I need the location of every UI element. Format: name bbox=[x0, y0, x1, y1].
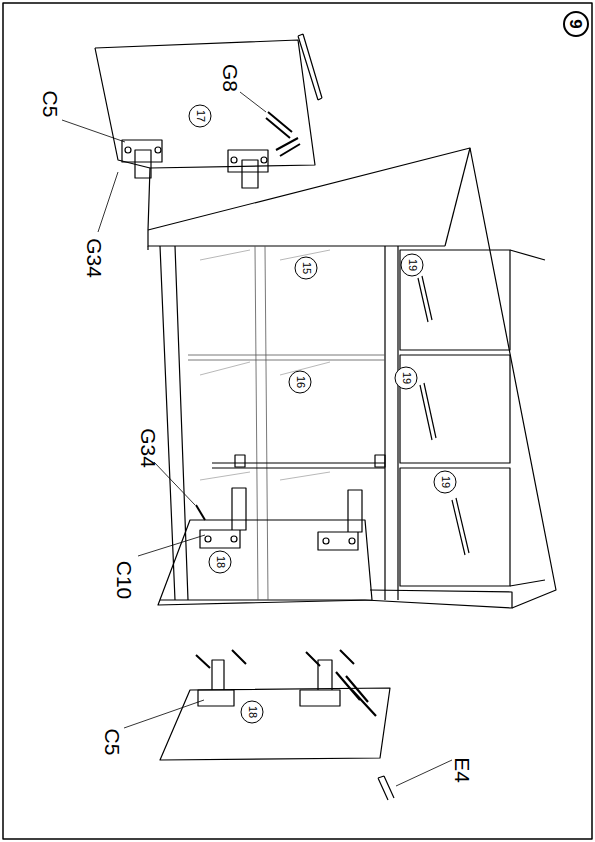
callout-number: 19 bbox=[401, 254, 424, 277]
callout-number: 18 bbox=[241, 701, 264, 724]
part-code: C10 bbox=[114, 561, 135, 600]
callout-number: 19 bbox=[395, 367, 418, 390]
callout-number: 16 bbox=[289, 371, 312, 394]
part-code: C5 bbox=[40, 91, 61, 118]
step-number: 9 bbox=[563, 11, 589, 37]
callout-number: 15 bbox=[295, 257, 318, 280]
part-code: G34 bbox=[84, 238, 105, 278]
callout-number: 18 bbox=[209, 551, 232, 574]
part-code: G8 bbox=[220, 64, 241, 92]
part-code: G34 bbox=[138, 428, 159, 468]
callout-number: 19 bbox=[434, 471, 457, 494]
part-code: C5 bbox=[102, 729, 123, 756]
callout-number: 17 bbox=[189, 105, 212, 128]
part-code: E4 bbox=[452, 757, 473, 783]
